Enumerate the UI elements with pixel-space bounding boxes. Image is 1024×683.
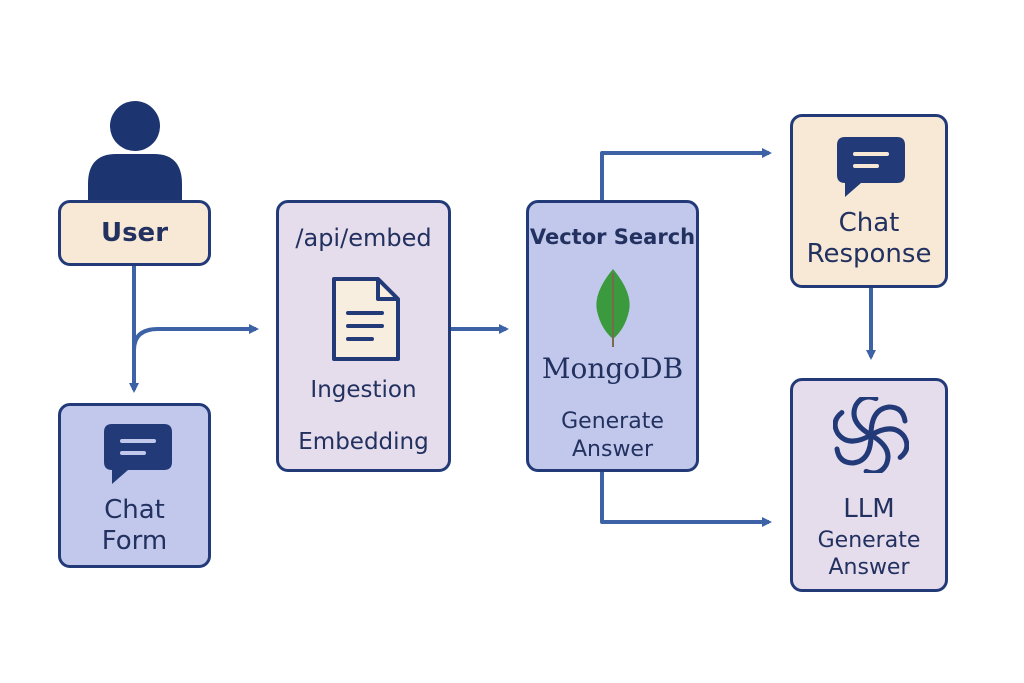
vector-search-title: Vector Search xyxy=(529,225,696,249)
chat-form-label-line1: Chat xyxy=(104,495,165,525)
chat-form-node: Chat Form xyxy=(58,403,211,568)
chat-bubble-icon xyxy=(104,424,172,484)
arrow-vector-search-to-llm xyxy=(600,472,772,527)
user-box: User xyxy=(58,200,211,266)
chat-response-label-line2: Response xyxy=(806,239,932,269)
user-label: User xyxy=(100,218,169,248)
vector-search-label-line1: Generate xyxy=(561,409,664,434)
document-icon xyxy=(330,275,402,363)
chat-form-label-line2: Form xyxy=(101,526,168,556)
llm-label-line1: LLM xyxy=(843,494,895,524)
arrow-user-to-api-embed xyxy=(132,324,259,351)
vector-search-node: Vector Search MongoDB Generate Answer xyxy=(526,200,699,472)
api-embed-label-ingestion: Ingestion xyxy=(310,377,417,403)
chat-response-label-line1: Chat xyxy=(838,208,900,238)
api-embed-label-embedding: Embedding xyxy=(298,429,429,455)
arrow-vector-search-to-chat-response xyxy=(600,148,772,200)
person-icon xyxy=(86,98,184,204)
llm-label-line3: Answer xyxy=(828,555,910,580)
chat-bubble-icon xyxy=(837,137,905,197)
llm-node: LLM Generate Answer xyxy=(790,378,948,592)
mongodb-leaf-icon xyxy=(593,267,633,349)
api-embed-title: /api/embed xyxy=(295,224,432,252)
llm-label-line2: Generate xyxy=(817,528,921,553)
chat-response-node: Chat Response xyxy=(790,114,948,288)
mongodb-brand-text: MongoDB xyxy=(541,352,684,385)
vector-search-label-line2: Answer xyxy=(571,437,654,462)
api-embed-node: /api/embed Ingestion Embedding xyxy=(276,200,451,472)
openai-knot-icon xyxy=(832,394,910,476)
